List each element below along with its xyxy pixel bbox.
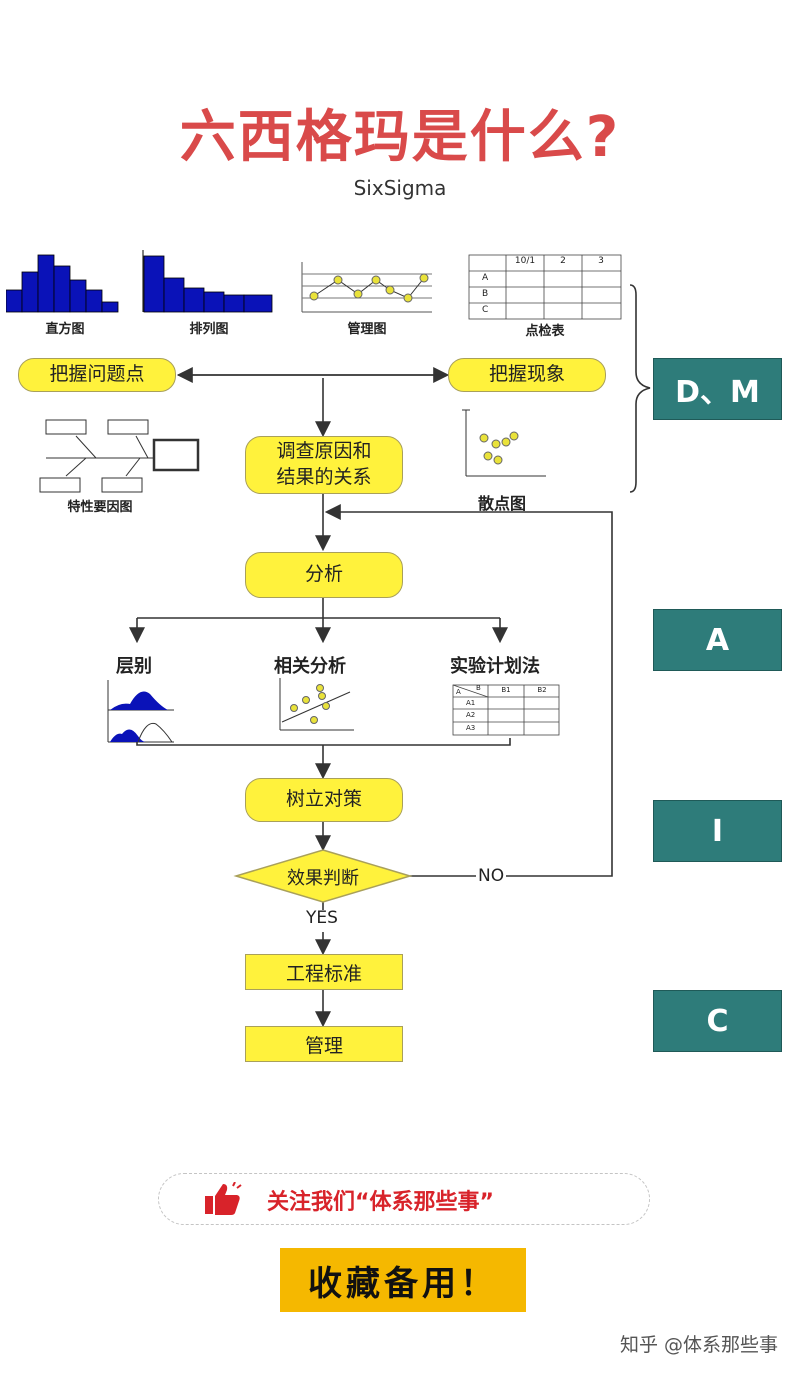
watermark: 知乎 @体系那些事 xyxy=(619,1334,778,1356)
pareto-label: 排列图 xyxy=(189,322,229,337)
doe-row: A2 xyxy=(466,711,476,719)
scatter-chart xyxy=(462,409,546,477)
doe-table: B B1 B2 A A1 A2 A3 xyxy=(452,684,560,740)
manage-node: 管理 xyxy=(245,1026,403,1062)
checklist-row: A xyxy=(482,273,489,283)
yes-label: YES xyxy=(306,908,338,928)
checklist-col: 3 xyxy=(598,256,604,266)
correlation-label: 相关分析 xyxy=(274,656,346,677)
checklist-label: 点检表 xyxy=(525,324,565,339)
doe-label: 实验计划法 xyxy=(450,656,540,677)
doe-col: B1 xyxy=(501,686,511,694)
phase-a: A xyxy=(653,609,782,671)
doe-col: B xyxy=(476,684,481,692)
cause-line-2: 结果的关系 xyxy=(276,466,372,488)
control-chart-label: 管理图 xyxy=(347,322,387,337)
follow-text: 关注我们“体系那些事” xyxy=(267,1190,494,1215)
stratify-label: 层别 xyxy=(116,656,152,677)
doe-row: A1 xyxy=(466,699,476,707)
standard-node: 工程标准 xyxy=(245,954,403,990)
page-subtitle: SixSigma xyxy=(353,176,447,200)
correlation-chart xyxy=(279,678,354,731)
cause-effect-node: 调查原因和 结果的关系 xyxy=(245,436,403,494)
judge-node: 效果判断 xyxy=(287,868,359,889)
checklist-col: 2 xyxy=(560,256,566,266)
checklist-row: C xyxy=(482,305,489,315)
countermeasure-node: 树立对策 xyxy=(245,778,403,822)
page-title: 六西格玛是什么? xyxy=(179,105,621,170)
control-chart xyxy=(301,262,432,313)
doe-row: A3 xyxy=(466,724,476,732)
fishbone-diagram xyxy=(39,419,200,493)
phase-c: C xyxy=(653,990,782,1052)
pareto-chart xyxy=(142,250,273,313)
checklist-col: 10/1 xyxy=(514,256,536,266)
phase-i: I xyxy=(653,800,782,862)
save-stamp: 收藏备用！ xyxy=(280,1248,526,1312)
phase-dm: D、M xyxy=(653,358,782,420)
checklist-row: B xyxy=(482,289,489,299)
doe-row: A xyxy=(456,688,461,696)
grasp-problem-node: 把握问题点 xyxy=(18,358,176,392)
grasp-phenomenon-node: 把握现象 xyxy=(448,358,606,392)
checklist-table: 10/1 2 3 A B C xyxy=(468,254,622,324)
stratify-chart xyxy=(107,680,174,743)
thumbs-up-icon xyxy=(205,1182,242,1215)
analysis-node: 分析 xyxy=(245,552,403,598)
scatter-label: 散点图 xyxy=(478,494,527,513)
histogram-chart xyxy=(6,254,119,313)
doe-col: B2 xyxy=(537,686,547,694)
cause-line-1: 调查原因和 xyxy=(276,440,372,463)
histogram-label: 直方图 xyxy=(45,322,85,337)
fishbone-label: 特性要因图 xyxy=(67,500,133,515)
follow-banner[interactable]: 关注我们“体系那些事” xyxy=(158,1173,650,1225)
no-label: NO xyxy=(476,866,507,886)
